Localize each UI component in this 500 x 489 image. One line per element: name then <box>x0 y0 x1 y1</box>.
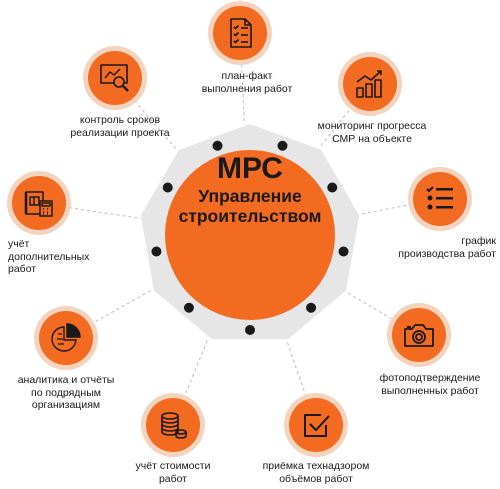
task-list-icon <box>413 172 467 226</box>
vertex-dot <box>306 302 317 313</box>
label-acceptance: приёмка технадзором объёмов работ <box>262 460 370 485</box>
label-analytics: аналитика и отчёты по подрядным организа… <box>17 374 115 411</box>
vertex-dots <box>151 140 349 335</box>
label-plan-fact: план-факт выполнения работ <box>201 70 293 95</box>
pie-chart-icon <box>39 311 93 365</box>
center-circle <box>165 150 335 320</box>
vertex-dot <box>338 246 349 257</box>
label-monitoring: мониторинг прогресса СМР на объекте <box>317 120 427 145</box>
label-deadlines: контроль сроков реализации проекта <box>70 114 170 139</box>
label-photo: фотоподтверждение выполненных работ <box>379 372 481 397</box>
label-cost: учёт стоимости работ <box>135 460 211 485</box>
checklist-document-icon <box>213 6 267 60</box>
vertex-dot <box>162 182 173 193</box>
center-title: МРС Управление строительством <box>170 152 330 226</box>
label-schedule: график производства работ <box>398 235 496 260</box>
vertex-dot <box>277 140 288 151</box>
camera-icon <box>392 308 446 362</box>
label-extra-works: учёт дополнительных работ <box>8 238 90 275</box>
magnifier-chart-icon <box>88 51 142 105</box>
vertex-dot <box>183 302 194 313</box>
center-title-line1: Управление <box>198 186 302 206</box>
vertex-dot <box>327 182 338 193</box>
vertex-dot <box>151 246 162 257</box>
connector-line <box>239 32 251 236</box>
connector-line <box>65 234 251 339</box>
blueprint-calculator-icon <box>12 176 66 230</box>
bar-growth-chart-icon <box>343 57 397 111</box>
vertex-dot <box>212 140 223 151</box>
vertex-dot <box>245 325 255 335</box>
center-title-main: МРС <box>217 152 283 185</box>
coin-stack-icon <box>146 398 200 452</box>
center-title-line2: строительством <box>178 206 322 226</box>
checkbox-icon <box>289 398 343 452</box>
